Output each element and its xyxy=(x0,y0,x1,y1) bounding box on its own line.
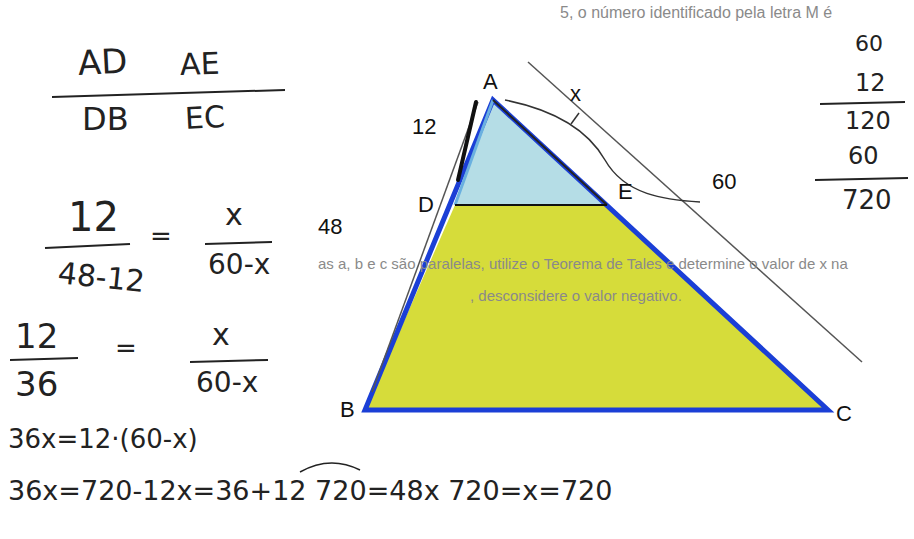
fraction-bar xyxy=(45,244,130,248)
handwritten-note: 36x=720-12x=36+12 720=48x 720=x=720 xyxy=(8,476,612,506)
fraction-bar xyxy=(190,360,268,362)
fraction-bar xyxy=(820,102,905,104)
handwritten-note: = xyxy=(115,334,137,363)
dimension-label: 12 xyxy=(412,115,436,139)
handwritten-note: 12 xyxy=(68,195,119,239)
faint-text: , desconsidere o valor negativo. xyxy=(470,288,682,305)
fraction-bar xyxy=(205,242,272,244)
handwritten-note: x xyxy=(212,318,230,351)
dimension-line xyxy=(528,62,862,362)
handwritten-note: 720 xyxy=(842,186,892,215)
handwritten-note: = xyxy=(150,222,172,251)
vertex-label: E xyxy=(618,180,633,204)
faint-text: 5, o número identificado pela letra M é xyxy=(560,4,832,22)
dimension-line xyxy=(458,102,476,180)
vertex-label: B xyxy=(340,398,355,422)
dimension-line xyxy=(372,102,478,392)
handwritten-note: AD xyxy=(77,42,128,82)
fraction-bar xyxy=(52,90,285,97)
handwritten-note: 48-12 xyxy=(56,256,146,298)
tick-mark xyxy=(571,113,579,124)
handwritten-note: 120 xyxy=(845,108,891,134)
handwritten-note: x xyxy=(225,198,243,231)
side-ad xyxy=(455,100,493,205)
dimension-arc xyxy=(505,100,700,202)
handwritten-note: AE xyxy=(179,47,220,81)
faint-text: as a, b e c são paralelas, utilize o Teo… xyxy=(318,256,848,273)
handwritten-note: EC xyxy=(184,100,226,135)
handwritten-note: 60 xyxy=(848,143,879,169)
handwritten-note: 12 xyxy=(855,70,886,96)
small-triangle-fill xyxy=(455,100,607,205)
handwritten-note: 12 xyxy=(15,318,58,355)
handwritten-note: 60-x xyxy=(208,250,270,281)
dimension-label: 48 xyxy=(318,215,342,239)
handwritten-note: 60-x xyxy=(196,368,258,399)
handwritten-note: 36x=12·(60-x) xyxy=(8,425,198,454)
triangle-outline xyxy=(365,100,828,410)
vertex-label: A xyxy=(483,70,498,94)
dimension-label: 60 xyxy=(712,170,736,194)
handwritten-note: 60 xyxy=(855,32,883,56)
side-ae xyxy=(493,100,607,205)
handwritten-note: 36 xyxy=(15,366,58,403)
vertex-label: D xyxy=(418,193,434,217)
fraction-bar xyxy=(10,358,78,360)
vertex-label: C xyxy=(836,402,852,426)
dimension-label: x xyxy=(570,82,581,106)
fraction-bar xyxy=(815,178,908,180)
segment-de xyxy=(455,204,607,206)
handwritten-arc xyxy=(300,463,360,472)
handwritten-note: DB xyxy=(82,102,129,137)
